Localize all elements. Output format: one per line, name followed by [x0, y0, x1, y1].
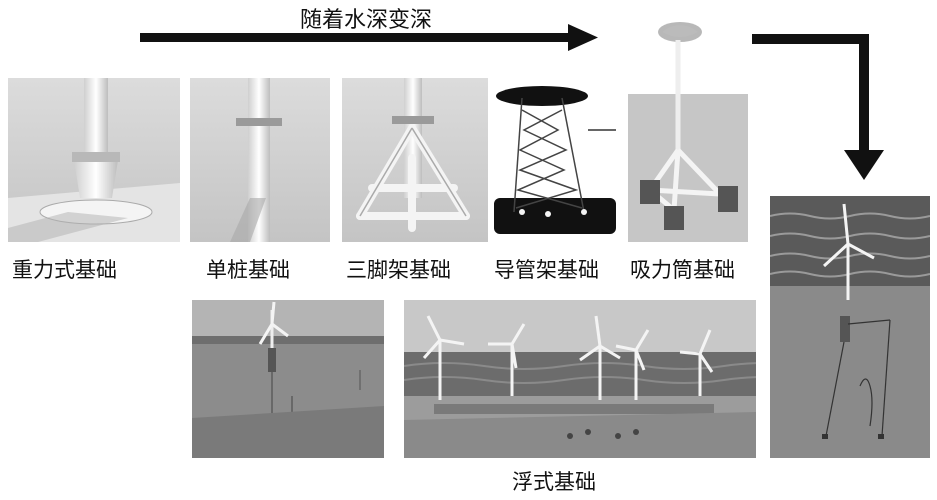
- floating-left-image: [192, 300, 384, 458]
- depth-arrow: [140, 24, 598, 51]
- tripod-foundation-image: [342, 78, 488, 242]
- gravity-foundation-label: 重力式基础: [12, 258, 117, 282]
- depth-arrow-label: 随着水深变深: [300, 8, 433, 33]
- elbow-arrow: [752, 34, 884, 180]
- monopile-foundation-label: 单桩基础: [206, 258, 290, 282]
- suction-bucket-foundation-label: 吸力筒基础: [630, 258, 735, 282]
- jacket-foundation-image: [492, 80, 620, 240]
- suction-bucket-foundation-image: [628, 10, 748, 242]
- floating-foundation-label: 浮式基础: [512, 470, 596, 494]
- tripod-foundation-label: 三脚架基础: [346, 258, 451, 282]
- floating-farm-image: [404, 300, 756, 458]
- floating-deep-image: [770, 196, 930, 458]
- monopile-foundation-image: [190, 78, 330, 242]
- gravity-foundation-image: [8, 78, 180, 242]
- jacket-foundation-label: 导管架基础: [494, 258, 599, 282]
